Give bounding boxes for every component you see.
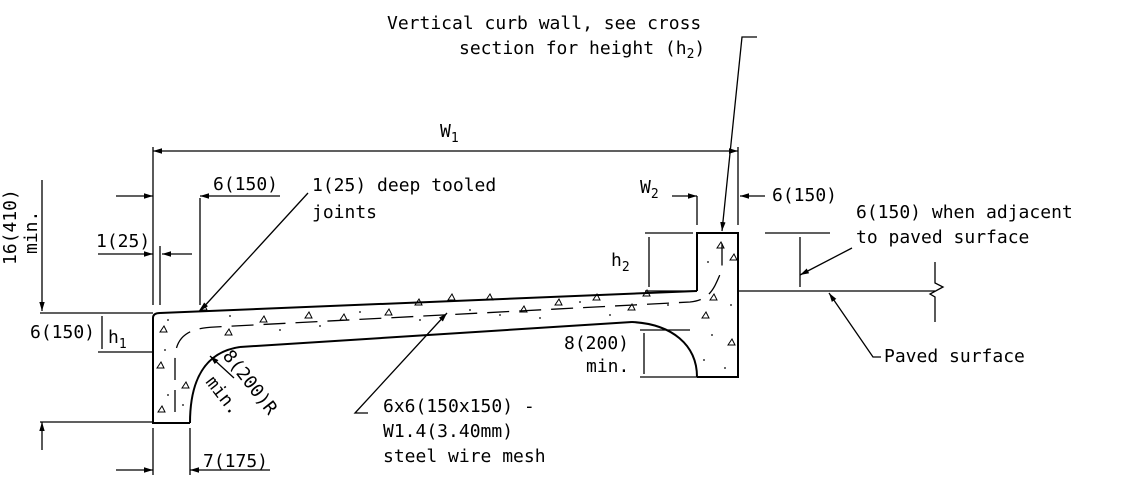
adjacent-dimension — [765, 232, 853, 287]
curb-wall-label-1: Vertical curb wall, see cross — [387, 13, 701, 34]
vertical-16-label-2: min. — [21, 211, 42, 254]
w2-label: W2 — [640, 177, 659, 202]
paved-surface-line — [738, 262, 945, 322]
paved-surface-label: Paved surface — [884, 346, 1025, 367]
bottom-dim-label: 7(175) — [203, 451, 268, 472]
top-left-offset-label: 6(150) — [213, 174, 278, 195]
wire-mesh-centerline — [174, 240, 723, 412]
aggregate-marks — [156, 241, 738, 413]
bottom-dimension — [39, 421, 270, 475]
right-depth-dimension — [640, 329, 697, 378]
curb-wall-label-2: section for height (h2) — [459, 38, 705, 62]
paved-surface-leader — [828, 292, 881, 358]
min-depth-label-2: min. — [586, 356, 629, 377]
tooled-joints-label-1: 1(25) deep tooled — [312, 175, 496, 196]
w1-dimension — [152, 147, 739, 305]
adjacent-label-2: to paved surface — [856, 227, 1029, 248]
w1-label: W1 — [440, 121, 459, 146]
tooled-joints-leader — [199, 192, 309, 312]
left-16-dimension — [39, 180, 153, 314]
min-depth-label-1: 8(200) — [564, 333, 629, 354]
vertical-16-label-1: 16(410) — [0, 189, 21, 265]
h1-dimension — [98, 316, 153, 353]
w2-dimension — [672, 193, 765, 225]
aggregate-dots — [164, 261, 732, 406]
mesh-label-3: steel wire mesh — [383, 446, 546, 467]
slab-outline — [152, 232, 739, 424]
h2-dimension — [645, 232, 693, 292]
radius-leader — [209, 355, 235, 379]
top-left-offset-dimension — [116, 193, 280, 305]
adjacent-label-1: 6(150) when adjacent — [856, 202, 1073, 223]
h1-label: h1 — [108, 327, 127, 352]
left-thickness-label: 6(150) — [30, 322, 95, 343]
dim-1-25 — [98, 246, 192, 305]
dim-1-25-label: 1(25) — [96, 231, 150, 252]
mesh-label-2: W1.4(3.40mm) — [383, 421, 513, 442]
right-offset-label: 6(150) — [772, 185, 837, 206]
h2-label: h2 — [611, 250, 630, 275]
tooled-joints-label-2: joints — [312, 202, 377, 223]
mesh-leader — [353, 312, 448, 414]
curb-wall-leader — [720, 36, 757, 232]
mesh-label-1: 6x6(150x150) - — [383, 396, 535, 417]
